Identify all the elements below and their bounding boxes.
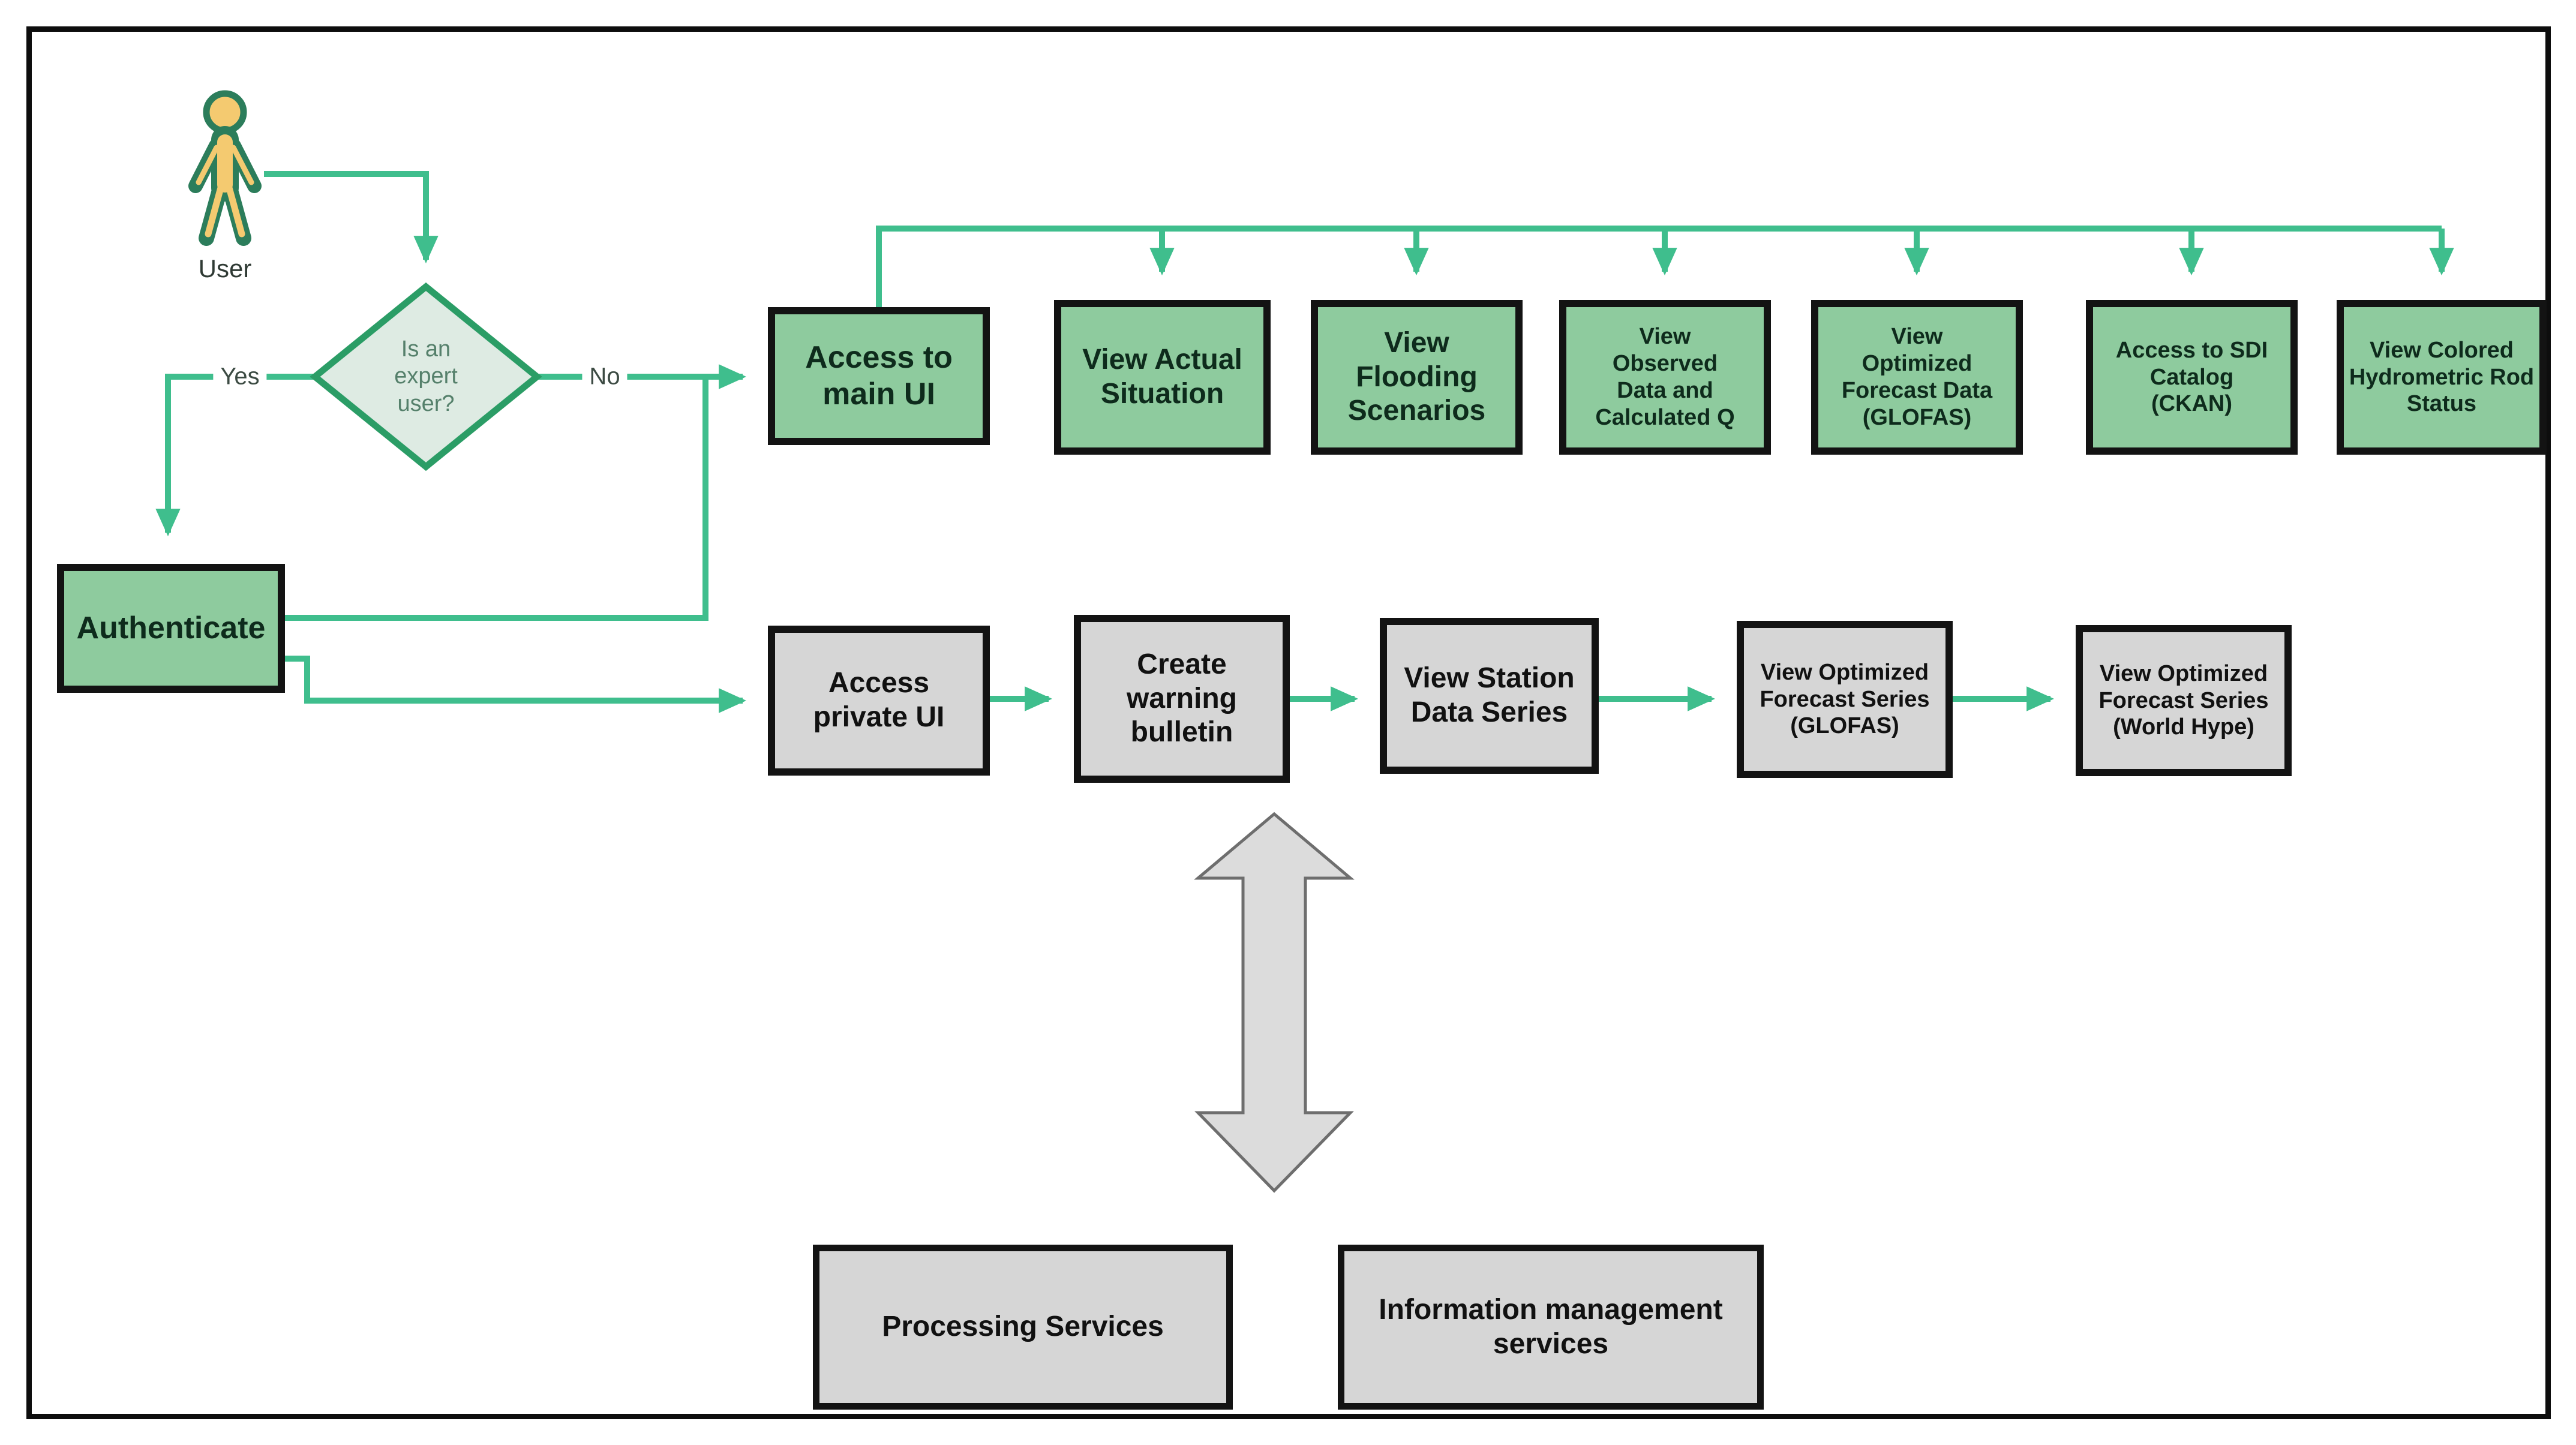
node-authenticate: Authenticate [57,564,285,693]
node-view-optimized-forecast-series-glofas: View Optimized Forecast Series (GLOFAS) [1737,621,1953,778]
user-label: User [198,254,252,283]
node-view-colored-hydrometric-rod-status: View Colored Hydrometric Rod Status [2337,300,2547,455]
no-label: No [582,363,628,390]
decision-label: Is an expert user? [394,336,458,416]
node-view-actual-situation: View Actual Situation [1054,300,1271,455]
node-view-optimized-forecast-data-glofas: View Optimized Forecast Data (GLOFAS) [1811,300,2023,455]
node-view-flooding-scenarios: View Flooding Scenarios [1311,300,1523,455]
node-processing-services: Processing Services [813,1245,1233,1410]
node-create-warning-bulletin: Create warning bulletin [1074,615,1290,783]
node-view-station-data-series: View Station Data Series [1380,618,1599,774]
yes-label: Yes [213,363,267,390]
node-view-observed-data-calculated-q: View Observed Data and Calculated Q [1559,300,1771,455]
node-view-optimized-forecast-series-world-hype: View Optimized Forecast Series (World Hy… [2076,625,2292,776]
node-access-private-ui: Access private UI [768,626,990,776]
node-information-management-services: Information management services [1338,1245,1764,1410]
node-access-sdi-catalog-ckan: Access to SDI Catalog (CKAN) [2086,300,2298,455]
node-access-main-ui: Access to main UI [768,307,990,445]
